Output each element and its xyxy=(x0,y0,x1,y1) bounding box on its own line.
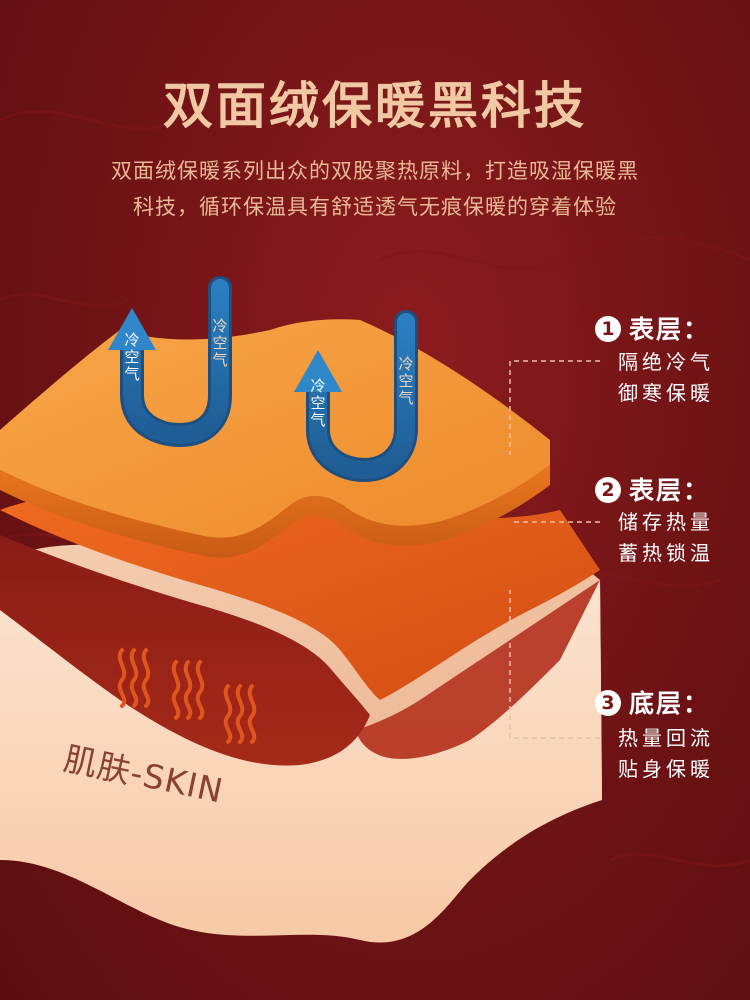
cold-air-text: 冷空气 xyxy=(398,356,414,407)
layer-2-description: 储存热量 蓄热锁温 xyxy=(564,508,714,567)
layer-desc-line: 蓄热锁温 xyxy=(564,539,714,567)
layer-name: 表层： xyxy=(629,315,710,344)
layer-3-heading: 3 底层： xyxy=(560,684,710,720)
layer-desc-line: 贴身保暖 xyxy=(564,755,714,783)
layer-desc-line: 隔绝冷气 xyxy=(564,348,714,376)
layer-2-heading: 2 表层： xyxy=(560,471,710,507)
layer-1-heading: 1 表层： xyxy=(560,310,710,346)
cold-air-text: 冷空气 xyxy=(310,378,326,429)
page-title: 双面绒保暖黑科技 xyxy=(0,66,750,138)
layer-number-badge: 1 xyxy=(595,316,621,342)
cold-air-label: 冷空气 xyxy=(307,378,329,429)
cold-air-label: 冷空气 xyxy=(395,356,417,407)
cold-air-text: 冷空气 xyxy=(124,332,140,383)
layer-desc-line: 储存热量 xyxy=(564,508,714,536)
layer-name: 表层： xyxy=(629,476,710,505)
layer-number-badge: 3 xyxy=(595,690,621,716)
layer-desc-line: 热量回流 xyxy=(564,724,714,752)
layer-desc-line: 御寒保暖 xyxy=(564,379,714,407)
subtitle-line-1: 双面绒保暖系列出众的双股聚热原料，打造吸湿保暖黑 xyxy=(0,155,750,185)
layer-name: 底层： xyxy=(629,689,710,718)
layer-1-description: 隔绝冷气 御寒保暖 xyxy=(564,348,714,407)
subtitle-line-2: 科技，循环保温具有舒适透气无痕保暖的穿着体验 xyxy=(0,191,750,221)
cold-air-label: 冷空气 xyxy=(209,318,231,369)
cold-air-label: 冷空气 xyxy=(121,332,143,383)
top-layer xyxy=(0,319,550,557)
layer-number-badge: 2 xyxy=(595,477,621,503)
cold-air-text: 冷空气 xyxy=(212,318,228,369)
layer-3-description: 热量回流 贴身保暖 xyxy=(564,724,714,783)
